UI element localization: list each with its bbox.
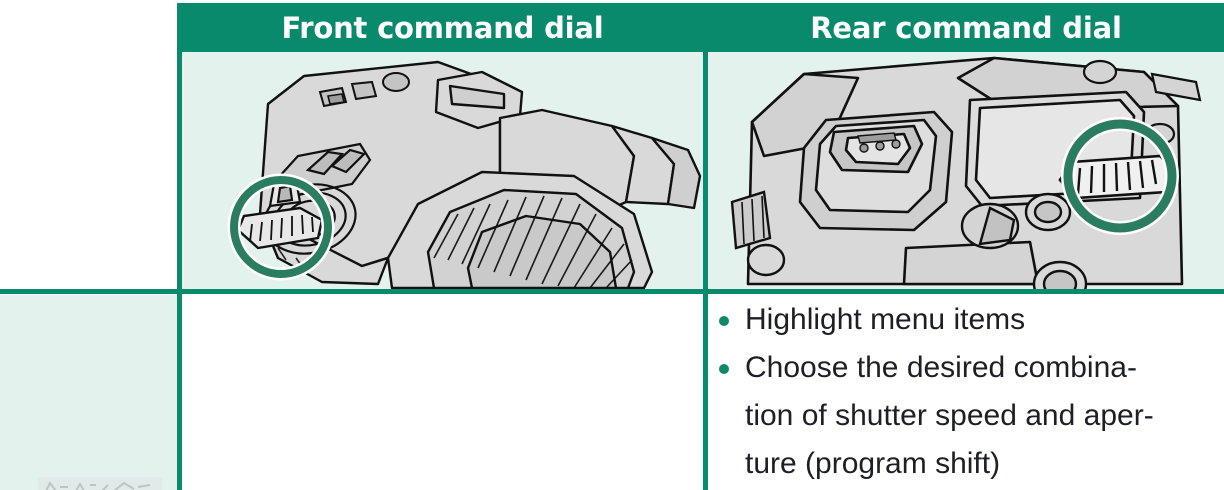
left-edge-dial: [730, 190, 772, 250]
word: the: [856, 351, 899, 384]
horizontal-rule-row-separator: [0, 289, 1224, 294]
top-control-cluster: [276, 142, 372, 198]
front-dial-highlight-ring: [227, 173, 335, 281]
top-button-3: [382, 72, 410, 92]
top-right-switch: [1150, 72, 1202, 102]
bullet-dot-icon: [719, 364, 729, 374]
row2-rear-cell: [708, 295, 1224, 490]
bullet-line: Highlight menu items: [745, 303, 1026, 336]
word: Choose: [745, 351, 849, 384]
bullet-dot-icon: [719, 316, 729, 326]
camera-rear-view-graphic: [730, 56, 1202, 289]
word: of: [801, 399, 827, 432]
header-front-command-dial: Front command dial: [182, 3, 703, 52]
rear-command-dial-illustration: [708, 52, 1224, 289]
page-edge-artifact: [38, 476, 162, 490]
page-edge-artifact-graphic: [38, 477, 162, 490]
top-button-2: [350, 80, 378, 101]
bullet-line: ture (program shift): [745, 447, 1001, 480]
bullet-paragraph: Choose the desired combina- tion of shut…: [745, 344, 1224, 488]
word: shutter: [835, 399, 927, 432]
word: desired: [906, 351, 1006, 384]
word: speed: [935, 399, 1017, 432]
vertical-rule-middle: [703, 3, 708, 490]
header-rear-command-dial: Rear command dial: [708, 3, 1224, 52]
front-command-dial-illustration: [182, 52, 703, 289]
front-command-dial-knurl: [236, 206, 324, 250]
vertical-rule-left: [177, 3, 182, 490]
word: tion: [745, 399, 794, 432]
rear-buttons: [746, 192, 1088, 289]
header-front-command-dial-label: Front command dial: [281, 10, 604, 45]
hotshoe-contacts: [857, 132, 901, 153]
camera-front-view-graphic: [227, 60, 702, 289]
rear-button-left: [746, 243, 786, 277]
word: aper-: [1083, 399, 1154, 432]
word: combina-: [1013, 351, 1137, 384]
word: and: [1025, 399, 1076, 432]
header-rear-command-dial-label: Rear command dial: [810, 10, 1122, 45]
focus-selector: [960, 202, 1020, 250]
rear-dial-highlight-ring: [1061, 117, 1179, 235]
list-item: Choose the desired combina- tion of shut…: [713, 344, 1224, 488]
top-right-button: [1082, 59, 1118, 85]
row1-label-cell: [0, 0, 177, 289]
row2-label-cell: [0, 295, 177, 490]
lens-ribbing: [433, 195, 633, 289]
bullet-line: Choose the desired combina-: [745, 344, 1224, 392]
list-item: Highlight menu items: [713, 296, 1224, 344]
bullet-line: tion of shutter speed and aper-: [745, 392, 1224, 440]
rear-dial-description-list: Highlight menu items Choose the desired …: [713, 296, 1224, 490]
row2-front-cell: [182, 295, 703, 490]
